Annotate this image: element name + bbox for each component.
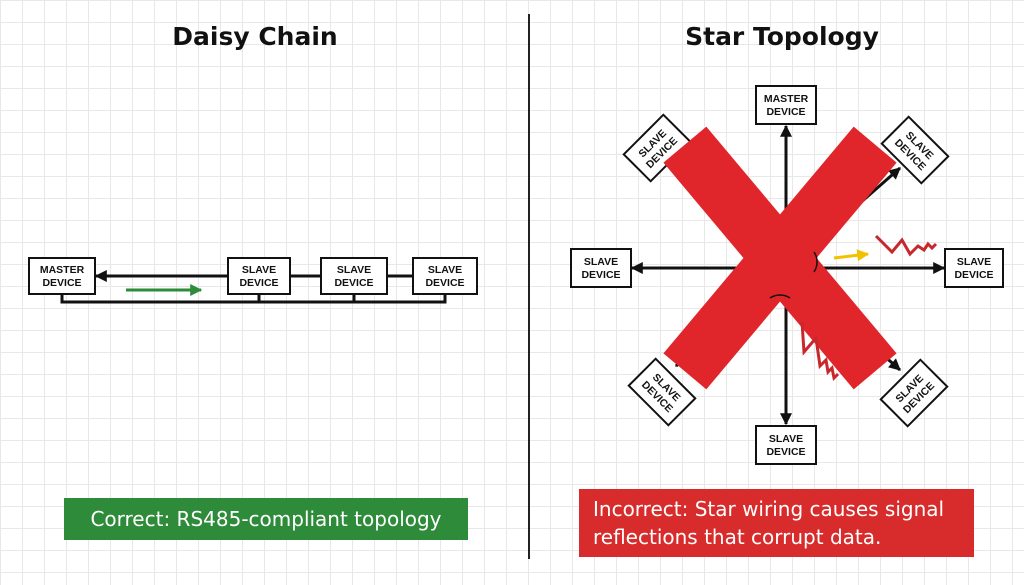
svg-text:DEVICE: DEVICE: [954, 269, 993, 281]
svg-text:DEVICE: DEVICE: [766, 446, 805, 458]
svg-text:DEVICE: DEVICE: [766, 106, 805, 118]
star-topology-title: Star Topology: [685, 22, 879, 51]
daisy-master-device: MASTER DEVICE: [28, 257, 96, 295]
incorrect-banner-line-2: reflections that corrupt data.: [593, 525, 882, 549]
incorrect-topology-banner: Incorrect: Star wiring causes signal ref…: [579, 489, 974, 557]
svg-text:SLAVE: SLAVE: [337, 264, 371, 276]
reflection-zigzag-right-icon: [874, 234, 938, 257]
svg-text:MASTER: MASTER: [40, 264, 85, 276]
star-slave-device-down-right: SLAVE DEVICE: [879, 358, 949, 428]
reflection-arrow-icon: [833, 249, 870, 262]
svg-text:DEVICE: DEVICE: [425, 277, 464, 289]
reflection-arc-right: [813, 251, 818, 273]
svg-text:SLAVE: SLAVE: [584, 256, 618, 268]
star-slave-device-up-left: SLAVE DEVICE: [622, 113, 692, 183]
svg-text:SLAVE: SLAVE: [957, 256, 991, 268]
panel-divider: [528, 14, 530, 559]
incorrect-banner-line-1: Incorrect: Star wiring causes signal: [593, 497, 945, 521]
svg-text:DEVICE: DEVICE: [239, 277, 278, 289]
daisy-chain-title: Daisy Chain: [172, 22, 338, 51]
star-slave-device-down-left: SLAVE DEVICE: [627, 357, 697, 427]
daisy-chain-diagram: MASTER DEVICE SLAVE DEVICE SLAVE DEVICE …: [28, 257, 478, 304]
svg-text:SLAVE: SLAVE: [769, 433, 803, 445]
star-slave-device-left: SLAVE DEVICE: [570, 248, 632, 288]
bus-line-bottom: [60, 294, 447, 304]
star-slave-device-right: SLAVE DEVICE: [944, 248, 1004, 288]
reflection-zigzag-bottom-icon: [800, 321, 840, 382]
star-master-device: MASTER DEVICE: [755, 85, 817, 125]
daisy-slave-device-2: SLAVE DEVICE: [320, 257, 388, 295]
daisy-slave-device-3: SLAVE DEVICE: [412, 257, 478, 295]
star-topology-diagram: MASTER DEVICE SLAVE DEVICE SLAVE DEVICE …: [570, 85, 1004, 465]
svg-text:SLAVE: SLAVE: [242, 264, 276, 276]
star-slave-device-bottom: SLAVE DEVICE: [755, 425, 817, 465]
svg-text:MASTER: MASTER: [764, 93, 809, 105]
red-cross-icon: [663, 126, 897, 390]
svg-text:DEVICE: DEVICE: [42, 277, 81, 289]
svg-text:DEVICE: DEVICE: [334, 277, 373, 289]
svg-text:SLAVE: SLAVE: [428, 264, 462, 276]
reflection-arc-bottom: [769, 294, 791, 299]
daisy-slave-device-1: SLAVE DEVICE: [227, 257, 291, 295]
correct-topology-banner: Correct: RS485-compliant topology: [64, 498, 468, 540]
svg-text:DEVICE: DEVICE: [581, 269, 620, 281]
